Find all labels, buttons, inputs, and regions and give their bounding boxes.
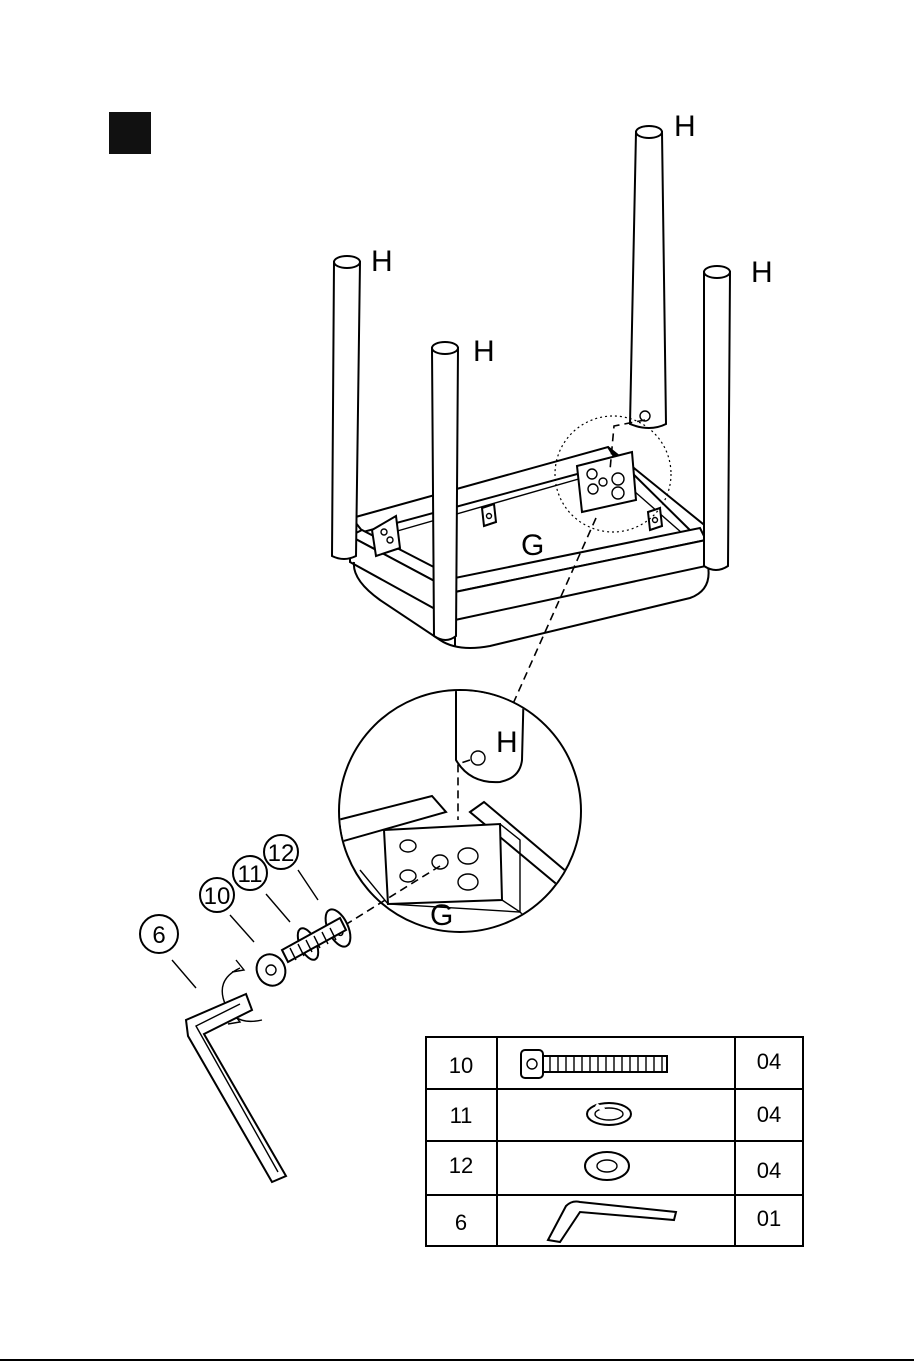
part-number-cell: 11 <box>450 1103 473 1128</box>
detail-leg-label: H <box>496 726 518 759</box>
table-row: 12 04 <box>449 1152 781 1183</box>
leg-label-back-right: H <box>674 110 696 143</box>
part-number-cell: 6 <box>455 1210 467 1235</box>
spring-washer-icon <box>587 1103 631 1125</box>
leg-label-front-left: H <box>473 335 495 368</box>
callout-11-label: 11 <box>238 861 263 888</box>
bolt-icon <box>521 1050 667 1078</box>
leg-label-back-left: H <box>371 245 393 278</box>
table-row: 10 04 <box>449 1049 781 1078</box>
flat-washer-icon <box>585 1152 629 1180</box>
step-marker <box>109 112 151 154</box>
leg-front-right <box>704 266 730 570</box>
leg-label-front-right: H <box>751 256 773 289</box>
allen-key-icon <box>548 1202 676 1243</box>
part-number-cell: 10 <box>449 1053 473 1078</box>
callout-10-label: 10 <box>204 883 231 910</box>
leg-front-left <box>432 342 458 640</box>
table-row: 6 01 <box>455 1202 781 1243</box>
table-row: 11 04 <box>450 1102 782 1128</box>
quantity-cell: 01 <box>757 1206 781 1231</box>
parts-table: 10 04 11 04 12 04 <box>426 1037 803 1246</box>
quantity-cell: 04 <box>757 1102 781 1127</box>
quantity-cell: 04 <box>757 1158 781 1183</box>
detail-frame-label: G <box>430 899 453 932</box>
leg-back-right <box>630 126 666 428</box>
frame-label: G <box>521 529 544 562</box>
part-number-cell: 12 <box>449 1153 473 1178</box>
callout-12-label: 12 <box>268 840 295 867</box>
quantity-cell: 04 <box>757 1049 781 1074</box>
leg-back-left <box>332 256 360 559</box>
callout-6-label: 6 <box>152 922 165 949</box>
